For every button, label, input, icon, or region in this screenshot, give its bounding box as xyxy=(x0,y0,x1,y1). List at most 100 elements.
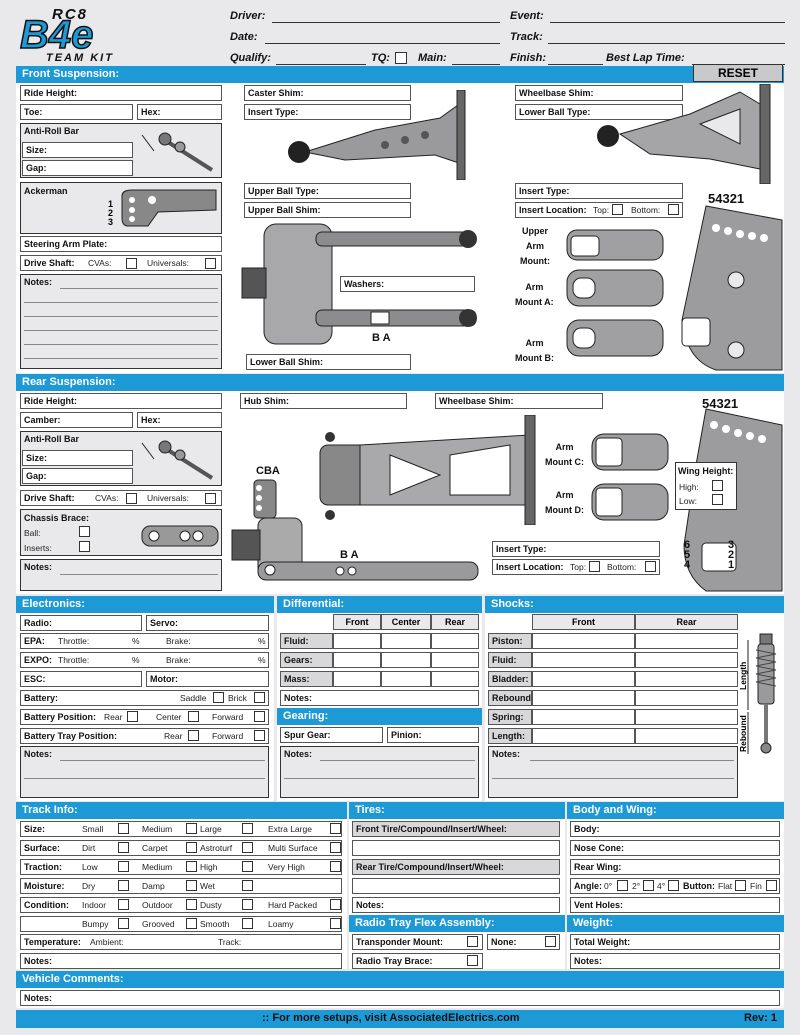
rear-insert-type[interactable]: Insert Type: xyxy=(492,541,660,557)
tray-rear-checkbox[interactable] xyxy=(188,730,199,741)
transponder-checkbox[interactable] xyxy=(467,936,478,947)
upper-ball-type[interactable]: Upper Ball Type: xyxy=(244,183,411,199)
diff-fluid-front[interactable] xyxy=(333,633,381,649)
radio-field[interactable]: Radio: xyxy=(20,615,142,631)
batpos-center-checkbox[interactable] xyxy=(188,711,199,722)
battery-tray-field[interactable]: Battery Tray Position: xyxy=(20,728,269,744)
radio-tray-brace-field[interactable]: Radio Tray Brace: xyxy=(352,953,483,969)
electronics-notes-box[interactable] xyxy=(20,746,269,798)
front-notes-box[interactable] xyxy=(20,274,222,369)
front-universals-checkbox[interactable] xyxy=(205,258,216,269)
shock-rear-field[interactable] xyxy=(635,633,738,649)
front-insert-location[interactable]: Insert Location: xyxy=(515,202,683,218)
track-option-checkbox[interactable] xyxy=(186,880,197,891)
track-notes[interactable]: Notes: xyxy=(20,953,342,969)
front-ride-height[interactable]: Ride Height: xyxy=(20,85,222,101)
front-tire-field[interactable] xyxy=(352,840,560,856)
front-cvas-checkbox[interactable] xyxy=(126,258,137,269)
brick-checkbox[interactable] xyxy=(254,692,265,703)
shock-front-field[interactable] xyxy=(532,671,635,687)
rear-drive-shaft[interactable]: Drive Shaft: xyxy=(20,490,222,506)
diff-gears-center[interactable] xyxy=(381,652,431,668)
track-option-checkbox[interactable] xyxy=(330,861,341,872)
rear-insert-location[interactable]: Insert Location: xyxy=(492,559,660,575)
track-option-checkbox[interactable] xyxy=(330,899,341,910)
lower-ball-shim[interactable]: Lower Ball Shim: xyxy=(246,354,411,370)
vehicle-notes[interactable]: Notes: xyxy=(20,990,780,1006)
front-top-checkbox[interactable] xyxy=(612,204,623,215)
rear-arb-size[interactable]: Size: xyxy=(22,450,133,466)
rear-wing-field[interactable]: Rear Wing: xyxy=(570,859,780,875)
transponder-mount-field[interactable]: Transponder Mount: xyxy=(352,934,483,950)
track-option-checkbox[interactable] xyxy=(186,861,197,872)
radio-tray-brace-checkbox[interactable] xyxy=(467,955,478,966)
hub-shim[interactable]: Hub Shim: xyxy=(240,393,407,409)
rear-arb-gap[interactable]: Gap: xyxy=(22,468,133,484)
track-option-checkbox[interactable] xyxy=(330,918,341,929)
rear-tire-field[interactable] xyxy=(352,878,560,894)
front-arb-size[interactable]: Size: xyxy=(22,142,133,158)
track-option-checkbox[interactable] xyxy=(242,899,253,910)
gearing-notes-box[interactable] xyxy=(280,746,479,798)
angle-0-checkbox[interactable] xyxy=(617,880,628,891)
rear-notes-box[interactable] xyxy=(20,559,222,591)
epa-field[interactable]: EPA: xyxy=(20,633,269,649)
temperature-field[interactable]: Temperature: xyxy=(20,934,342,950)
shock-front-field[interactable] xyxy=(532,709,635,725)
tq-checkbox[interactable] xyxy=(395,52,407,64)
shock-rear-field[interactable] xyxy=(635,671,738,687)
track-option-checkbox[interactable] xyxy=(330,842,341,853)
brace-inserts-checkbox[interactable] xyxy=(79,541,90,552)
track-option-checkbox[interactable] xyxy=(242,880,253,891)
servo-field[interactable]: Servo: xyxy=(146,615,269,631)
lower-ball-type[interactable]: Lower Ball Type: xyxy=(515,104,683,120)
track-option-checkbox[interactable] xyxy=(242,842,253,853)
shock-rear-field[interactable] xyxy=(635,652,738,668)
track-option-checkbox[interactable] xyxy=(186,899,197,910)
shock-front-field[interactable] xyxy=(532,690,635,706)
esc-field[interactable]: ESC: xyxy=(20,671,142,687)
none-field[interactable]: None: xyxy=(487,934,560,950)
caster-shim[interactable]: Caster Shim: xyxy=(244,85,411,101)
reset-button[interactable]: RESET xyxy=(693,64,783,82)
shock-front-field[interactable] xyxy=(532,652,635,668)
rear-cvas-checkbox[interactable] xyxy=(126,493,137,504)
vent-holes-field[interactable]: Vent Holes: xyxy=(570,897,780,913)
rear-camber[interactable]: Camber: xyxy=(20,412,133,428)
front-insert-type[interactable]: Insert Type: xyxy=(244,104,411,120)
shock-rear-field[interactable] xyxy=(635,709,738,725)
diff-gears-front[interactable] xyxy=(333,652,381,668)
diff-mass-center[interactable] xyxy=(381,671,431,687)
shock-front-field[interactable] xyxy=(532,633,635,649)
track-option-checkbox[interactable] xyxy=(186,842,197,853)
brace-ball-checkbox[interactable] xyxy=(79,526,90,537)
battery-field[interactable]: Battery: xyxy=(20,690,269,706)
track-option-checkbox[interactable] xyxy=(118,918,129,929)
tire-notes[interactable]: Notes: xyxy=(352,897,560,913)
shock-notes-box[interactable] xyxy=(488,746,738,798)
footer-url[interactable]: :: For more setups, visit AssociatedElec… xyxy=(262,1012,520,1024)
battery-position-field[interactable]: Battery Position: xyxy=(20,709,269,725)
track-option-checkbox[interactable] xyxy=(186,918,197,929)
shock-rear-field[interactable] xyxy=(635,728,738,744)
spur-gear[interactable]: Spur Gear: xyxy=(280,727,383,743)
rear-ride-height[interactable]: Ride Height: xyxy=(20,393,222,409)
total-weight-field[interactable]: Total Weight: xyxy=(570,934,780,950)
track-option-checkbox[interactable] xyxy=(118,861,129,872)
angle-4-checkbox[interactable] xyxy=(668,880,679,891)
diff-mass-front[interactable] xyxy=(333,671,381,687)
track-option-checkbox[interactable] xyxy=(118,899,129,910)
front-insert-type-2[interactable]: Insert Type: xyxy=(515,183,683,199)
expo-field[interactable]: EXPO: xyxy=(20,652,269,668)
weight-notes-field[interactable]: Notes: xyxy=(570,953,780,969)
motor-field[interactable]: Motor: xyxy=(146,671,269,687)
nose-cone-field[interactable]: Nose Cone: xyxy=(570,840,780,856)
front-wheelbase-shim[interactable]: Wheelbase Shim: xyxy=(515,85,683,101)
upper-ball-shim[interactable]: Upper Ball Shim: xyxy=(244,202,411,218)
front-bottom-checkbox[interactable] xyxy=(668,204,679,215)
shock-front-field[interactable] xyxy=(532,728,635,744)
body-field[interactable]: Body: xyxy=(570,821,780,837)
track-option-checkbox[interactable] xyxy=(118,842,129,853)
batpos-rear-checkbox[interactable] xyxy=(127,711,138,722)
rear-wheelbase-shim[interactable]: Wheelbase Shim: xyxy=(435,393,603,409)
